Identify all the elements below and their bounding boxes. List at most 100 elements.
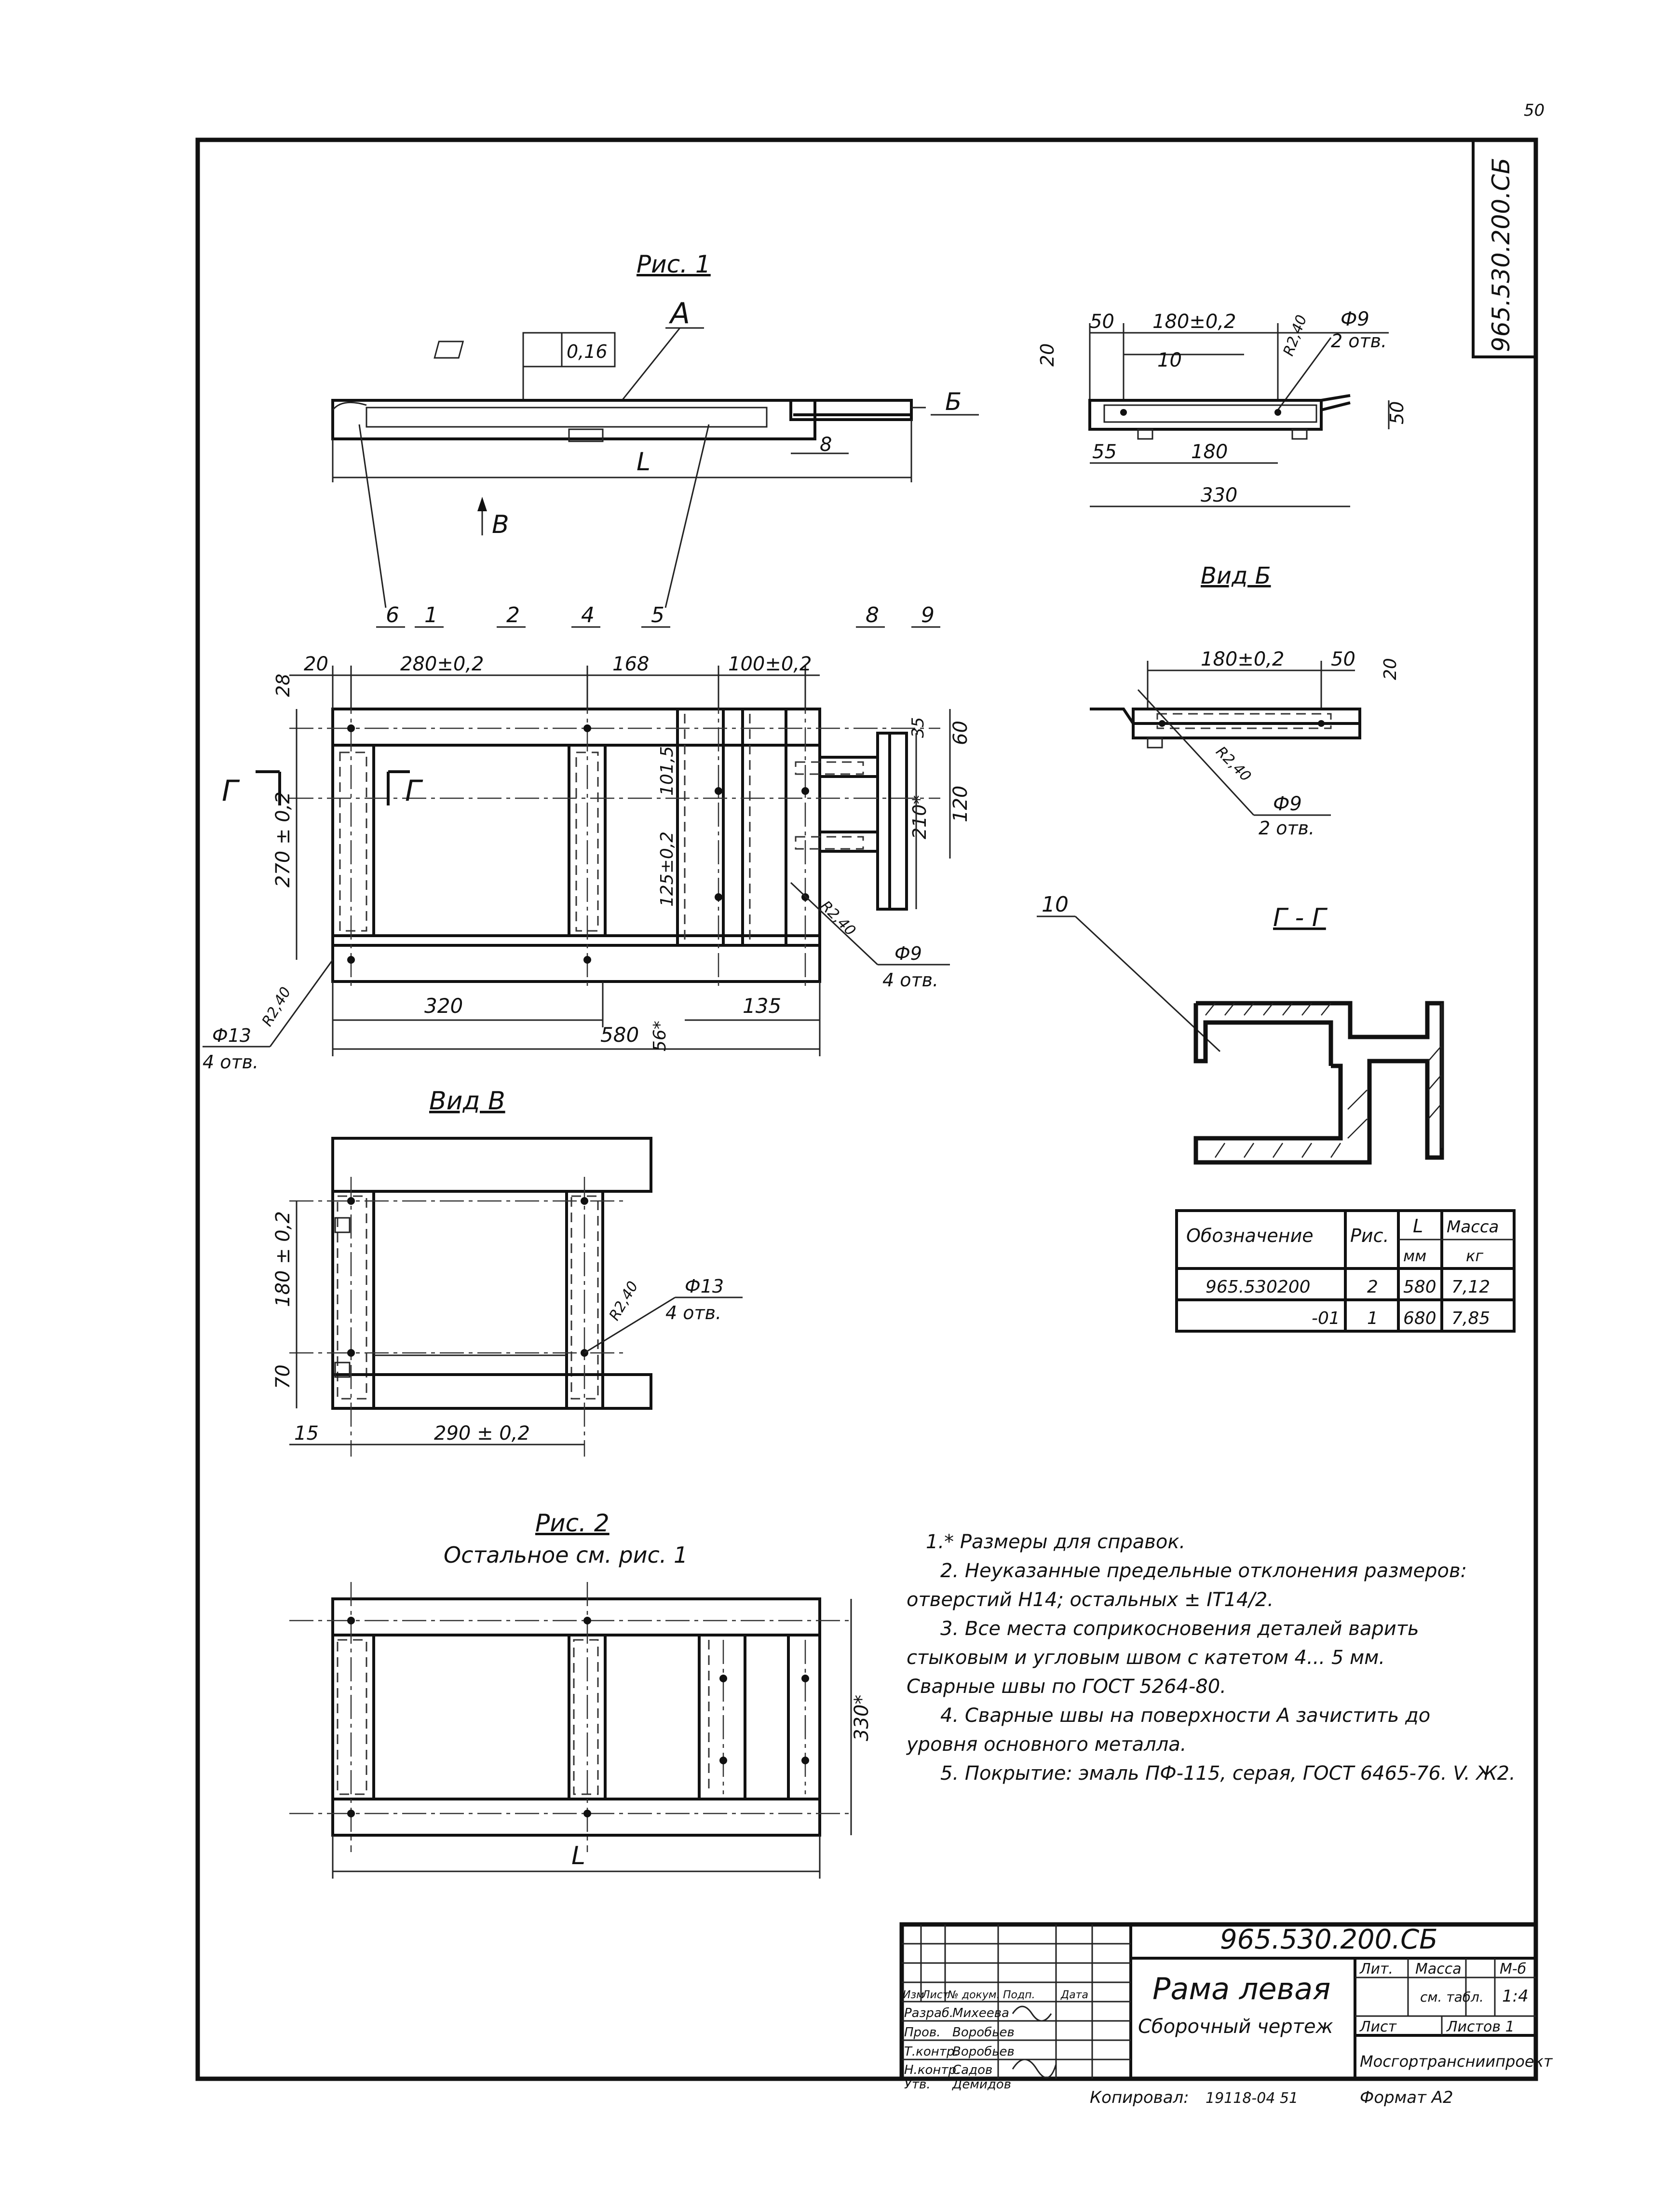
end-view: 50 180±0,2 10 20 Ф9 2 отв. R2,40 50 55 1…	[1037, 308, 1408, 507]
plan-hole-4holes: 4 отв.	[203, 1051, 258, 1073]
note-4a: 4. Сварные швы на поверхности А зачистит…	[940, 1704, 1430, 1727]
dim-plan-580: 580	[600, 1023, 639, 1047]
tb-name: Рама левая	[1152, 1971, 1330, 2006]
vb-phi9: Ф9	[1273, 793, 1302, 815]
tb-head-list: Лист	[921, 1989, 949, 2001]
vv-r: R2,40	[606, 1279, 642, 1323]
fig2-title: Рис. 2	[535, 1509, 610, 1537]
flatness-value: 0,16	[567, 341, 608, 362]
note-4b: уровня основного металла.	[906, 1733, 1187, 1756]
vv-dim-290: 290 ± 0,2	[434, 1422, 530, 1445]
callout-row: 6 1 2 4 5 8 9	[376, 603, 940, 628]
tb-sheet: Лист	[1359, 2018, 1397, 2035]
table-r1-mass: 7,12	[1451, 1277, 1490, 1297]
table-r1-l: 580	[1403, 1277, 1436, 1297]
page-number: 50	[1524, 101, 1545, 120]
vv-4holes: 4 отв.	[665, 1302, 721, 1323]
callout-1: 1	[424, 603, 438, 627]
label-a: A	[668, 297, 690, 330]
fig1-dim-8: 8	[820, 434, 832, 456]
dim-plan-125: 125±0,2	[657, 832, 677, 907]
tb-role-3: Т.контр.	[904, 2045, 959, 2059]
end-r: R2,40	[1280, 313, 1311, 358]
fig2-dim-l: L	[571, 1841, 585, 1870]
end-dim-330: 330	[1201, 484, 1237, 506]
end-dim-180: 180±0,2	[1152, 311, 1236, 333]
note-5: 5. Покрытие: эмаль ПФ-115, серая, ГОСТ 6…	[940, 1762, 1516, 1785]
fig2-subtitle: Остальное см. рис. 1	[444, 1542, 688, 1568]
tb-role-5: Утв.	[904, 2077, 931, 2092]
end-phi9: Ф9	[1341, 308, 1369, 330]
plan-hole-phi13: Ф13	[212, 1025, 251, 1046]
dim-plan-56: 56*	[650, 1021, 670, 1051]
view-b-title: Вид Б	[1201, 562, 1271, 589]
table-unit-kg: кг	[1466, 1247, 1483, 1265]
view-v: Вид В 180 ± 0,2 70 15 290 ± 0,2 R2,40 Ф1…	[272, 1087, 743, 1457]
vv-dim-15: 15	[294, 1422, 319, 1445]
tb-doc-type: Сборочный чертеж	[1138, 2016, 1333, 2038]
title-block: Изм Лист № докум. Подп. Дата Разраб. Мих…	[899, 1922, 1553, 2092]
view-b: Вид Б 180±0,2 50 20 R2,40 Ф9 2 отв.	[1090, 562, 1400, 839]
end-dim-10: 10	[1157, 349, 1182, 371]
flatness-box	[522, 332, 616, 368]
vv-dim-180: 180 ± 0,2	[272, 1211, 294, 1307]
view-v-title: Вид В	[429, 1087, 505, 1116]
dim-plan-60: 60	[949, 721, 972, 745]
dim-plan-1015: 101,5	[657, 746, 677, 796]
fig1-side-view: Рис. 1 A 0,16 Б L 8 В	[331, 250, 979, 608]
fig1-dim-l: L	[637, 448, 650, 477]
vb-dim-50: 50	[1331, 648, 1355, 670]
flatness-icon	[434, 341, 464, 359]
fig2-view: Рис. 2 Остальное см. рис. 1 330* L	[289, 1509, 873, 1879]
footer-copied: Копировал:	[1090, 2088, 1189, 2107]
callout-4: 4	[581, 603, 595, 627]
tb-role-1: Разраб.	[904, 2006, 953, 2020]
plan-hole-r-right: R2,40	[817, 898, 859, 940]
tb-lit: Лит.	[1359, 1961, 1393, 1977]
tb-mass-value: см. табл.	[1420, 1989, 1484, 2005]
table-head-mass: Масса	[1447, 1217, 1499, 1237]
signature-mark	[1012, 2005, 1057, 2079]
end-dim-55: 55	[1092, 441, 1117, 463]
vv-phi13: Ф13	[685, 1276, 724, 1297]
dim-plan-20: 20	[304, 653, 328, 675]
plan-hole-4holes-b: 4 отв.	[882, 969, 938, 991]
tb-role-4: Н.контр.	[904, 2063, 960, 2077]
callout-10: 10	[1042, 892, 1069, 917]
section-gg: Г - Г 10	[1037, 892, 1444, 1165]
tb-head-izm: Изм	[903, 1989, 924, 2001]
callout-5: 5	[651, 603, 664, 627]
note-3b: стыковым и угловым швом с катетом 4... 5…	[907, 1647, 1385, 1669]
dim-plan-210: 210*	[909, 795, 930, 839]
section-gg-title: Г - Г	[1273, 903, 1328, 932]
vb-dim-180: 180±0,2	[1201, 648, 1284, 670]
designation-box	[1472, 138, 1537, 358]
dim-plan-135: 135	[743, 994, 781, 1018]
footer-format: Формат А2	[1360, 2088, 1453, 2107]
table-r2-fig: 1	[1367, 1309, 1378, 1328]
table-r2-l: 680	[1403, 1309, 1436, 1328]
dim-plan-120: 120	[949, 786, 972, 822]
tb-mass: Масса	[1415, 1961, 1462, 1977]
dim-plan-100: 100±0,2	[728, 653, 812, 675]
note-2b: отверстий Н14; остальных ± IT14/2.	[907, 1589, 1274, 1611]
label-v-arrow: В	[492, 510, 509, 539]
tb-head-sign: Подп.	[1003, 1989, 1035, 2001]
callout-2: 2	[506, 603, 520, 627]
dim-plan-28: 28	[272, 674, 294, 697]
plan-hole-phi9: Ф9	[894, 943, 922, 964]
table-unit-mm: мм	[1403, 1247, 1426, 1265]
end-dim-20: 20	[1037, 343, 1058, 367]
vb-2holes: 2 отв.	[1259, 818, 1314, 839]
sec-mark-left: Г	[222, 774, 240, 808]
callout-8: 8	[866, 603, 879, 627]
tb-head-doc: № докум.	[947, 1989, 1000, 2001]
table-head-designation: Обозначение	[1186, 1225, 1314, 1246]
end-2holes: 2 отв.	[1331, 330, 1387, 352]
table-head-fig: Рис.	[1350, 1225, 1389, 1246]
footer-copy-no: 19118-04 51	[1206, 2090, 1298, 2107]
dim-plan-168: 168	[612, 653, 649, 675]
callout-6: 6	[386, 603, 399, 627]
fig1-title: Рис. 1	[637, 250, 711, 278]
